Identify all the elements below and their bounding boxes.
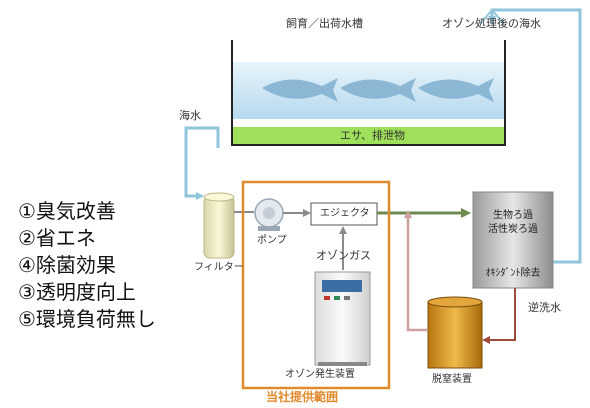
- scope-caption: 当社提供範囲: [266, 390, 339, 404]
- seawater-to-filter-pipe: [184, 126, 220, 200]
- backwash-pipe: [482, 288, 516, 344]
- tank-sediment-layer: [233, 127, 504, 144]
- filter-label: フィルター: [194, 262, 244, 273]
- sediment-label: エサ、排泄物: [340, 129, 406, 142]
- ejector-label: エジェクタ: [320, 208, 370, 219]
- filter-unit: [203, 192, 235, 259]
- scope-box: [241, 180, 391, 390]
- backwash-label: 逆洗水: [528, 301, 561, 314]
- fish-icon: [262, 78, 494, 102]
- benefit-item: ③透明度向上: [18, 280, 136, 304]
- deaerator-label: 脱窒装置: [432, 374, 472, 385]
- ozone-generator-label: オゾン発生装置: [285, 369, 355, 380]
- benefit-item: ⑤環境負荷無し: [18, 307, 156, 331]
- tank-title: 飼育／出荷水槽: [286, 17, 363, 30]
- deaerator-return-pipe: [406, 213, 428, 332]
- biofilter-unit: [472, 191, 554, 289]
- biofilter-label-line1: 生物ろ過: [493, 210, 533, 221]
- benefit-list: ①臭気改善 ②省エネ ④除菌効果 ③透明度向上 ⑤環境負荷無し: [18, 198, 156, 333]
- tank-wall: [231, 40, 506, 146]
- tank-water-surface-gap: [233, 119, 504, 127]
- tank: [231, 40, 506, 146]
- deaerator-unit: [427, 296, 483, 369]
- oxidant-removal-label: ｵｷｼﾀﾞﾝﾄ除去: [485, 268, 541, 279]
- ozone-gas-label: オゾンガス: [316, 249, 371, 262]
- return-arrowhead: [479, 8, 505, 25]
- benefit-item: ②省エネ: [18, 226, 96, 250]
- ozone-generator-unit: [314, 271, 371, 366]
- benefit-item: ①臭気改善: [18, 199, 116, 223]
- seawater-label: 海水: [179, 109, 201, 122]
- pump-label: ポンプ: [257, 235, 287, 246]
- ozone-treated-seawater-label: オゾン処理後の海水: [442, 17, 541, 30]
- pump-icon: [254, 198, 284, 231]
- benefit-item: ④除菌効果: [18, 253, 116, 277]
- biofilter-label-line2: 活性炭ろ過: [488, 224, 538, 235]
